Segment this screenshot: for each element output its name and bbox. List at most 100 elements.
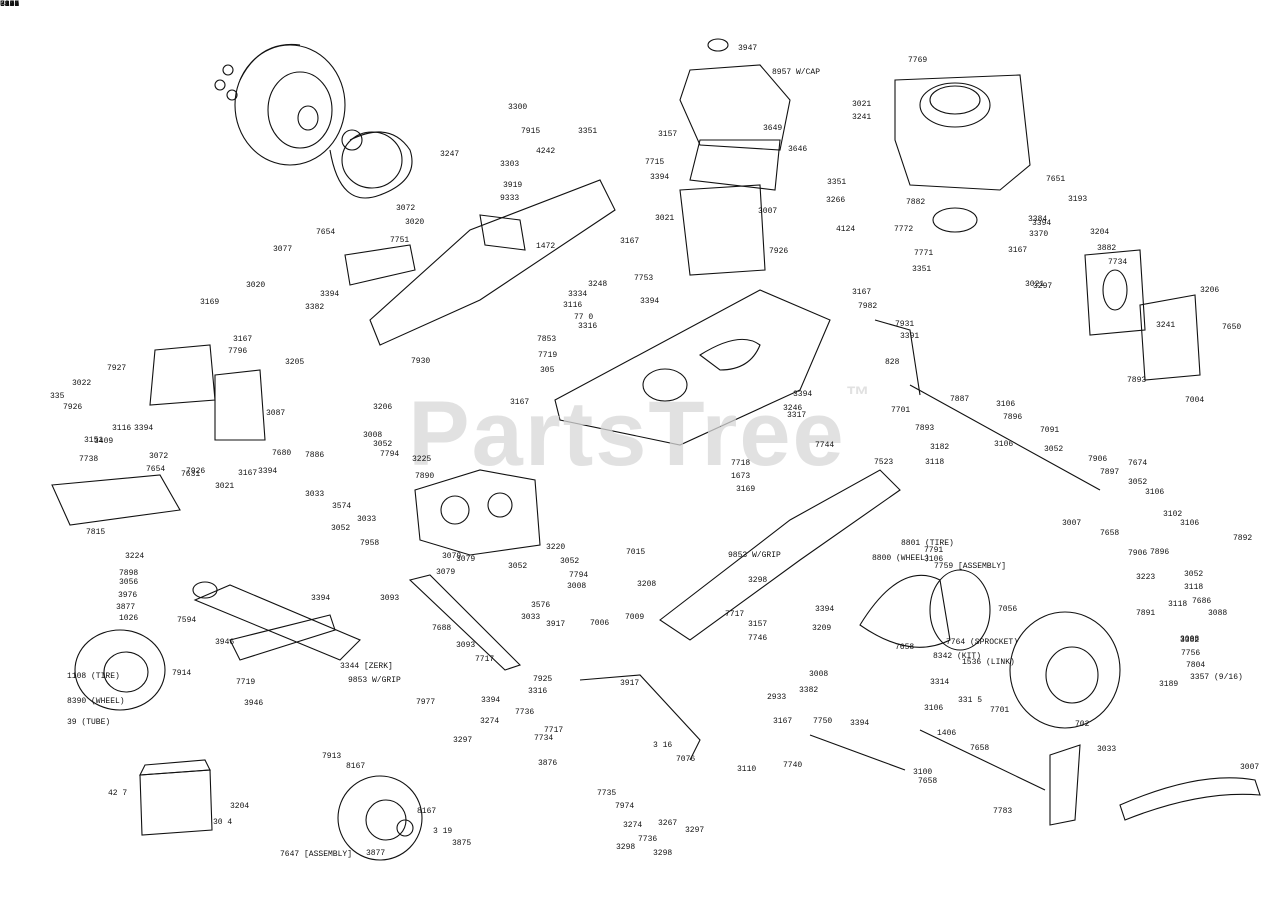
part-callout: 3370 <box>1029 230 1049 239</box>
part-callout: 3052 <box>508 562 528 571</box>
part-callout: 9853 W/GRIP <box>728 551 781 560</box>
part-callout: 3298 <box>748 576 768 585</box>
part-callout: 828 <box>885 358 900 367</box>
part-callout: 3649 <box>763 124 783 133</box>
shift-linkage <box>874 319 1101 491</box>
dash-panel <box>679 184 766 276</box>
part-callout: 7736 <box>638 835 658 844</box>
part-callout: 7744 <box>815 441 835 450</box>
part-callout: 7958 <box>360 539 380 548</box>
part-callout: 3394 <box>815 605 835 614</box>
part-callout: 3106 <box>996 400 1016 409</box>
engine <box>894 74 1031 233</box>
part-callout: 3394 <box>1032 219 1052 228</box>
rear-sprocket-chain <box>859 569 991 651</box>
part-callout: 3204 <box>1090 228 1110 237</box>
part-callout: 305 <box>540 366 555 375</box>
part-callout: 3167 <box>510 398 530 407</box>
part-callout: 7715 <box>645 158 665 167</box>
part-callout: 3394 <box>850 719 870 728</box>
part-callout: 7982 <box>858 302 878 311</box>
part-callout: 3021 <box>215 482 235 491</box>
part-callout: 3167 <box>0 0 20 9</box>
left-side-plate <box>149 344 266 441</box>
part-callout: 7658 <box>970 744 990 753</box>
part-callout: 3394 <box>311 594 331 603</box>
part-callout: 3394 <box>0 0 20 9</box>
part-callout: 3351 <box>827 178 847 187</box>
part-callout: 7927 <box>107 364 127 373</box>
left-frame-rail <box>369 179 616 346</box>
part-callout: 9333 <box>500 194 520 203</box>
part-callout: 7771 <box>914 249 934 258</box>
part-callout: 3093 <box>456 641 476 650</box>
part-callout: 7914 <box>172 669 192 678</box>
part-callout: 331 5 <box>958 696 983 705</box>
part-callout: 3357 (9/16) <box>1190 673 1243 682</box>
part-callout: 3298 <box>653 849 673 858</box>
part-callout: 3021 <box>852 100 872 109</box>
part-callout: 7974 <box>615 802 635 811</box>
part-callout: 7718 <box>731 459 751 468</box>
part-callout: 3394 <box>134 424 154 433</box>
part-callout: 3102 <box>1163 510 1183 519</box>
part-callout: 8957 W/CAP <box>772 68 821 77</box>
part-callout: 3274 <box>480 717 500 726</box>
part-callout: 3 19 <box>433 827 453 836</box>
part-callout: 7769 <box>908 56 928 65</box>
part-callout: 3072 <box>149 452 169 461</box>
part-callout: 3169 <box>200 298 220 307</box>
part-callout: 3876 <box>538 759 558 768</box>
part-callout: 3021 <box>1025 280 1045 289</box>
part-callout: 3093 <box>380 594 400 603</box>
part-callout: 3267 <box>658 819 678 828</box>
part-callout: 3225 <box>412 455 432 464</box>
part-callout: 3206 <box>1200 286 1220 295</box>
part-callout: 42 7 <box>108 789 128 798</box>
part-callout: 7815 <box>86 528 106 537</box>
part-callout: 3976 <box>118 591 138 600</box>
part-callout: 3224 <box>125 552 145 561</box>
part-callout: 7750 <box>813 717 833 726</box>
part-callout: 3087 <box>266 409 286 418</box>
part-callout: 7523 <box>874 458 894 467</box>
part-callout: 7915 <box>0 0 20 9</box>
part-callout: 7076 <box>676 755 696 764</box>
part-callout: 7680 <box>272 449 292 458</box>
part-callout: 7756 <box>1181 649 1201 658</box>
part-callout: 7915 <box>521 127 541 136</box>
drive-sprocket-chain <box>329 129 413 199</box>
part-callout: 7783 <box>993 807 1013 816</box>
part-callout: 39 (TUBE) <box>67 718 111 727</box>
part-callout: 8167 <box>346 762 366 771</box>
part-callout: 1536 (LINK) <box>962 658 1015 667</box>
part-callout: 3220 <box>546 543 566 552</box>
part-callout: 3206 <box>373 403 393 412</box>
part-callout: 3297 <box>685 826 705 835</box>
front-axle <box>192 581 361 661</box>
part-callout: 3020 <box>405 218 425 227</box>
part-callout: 7719 <box>236 678 256 687</box>
part-callout: 7926 <box>186 467 206 476</box>
part-callout: 3409 <box>94 437 114 446</box>
part-callout: 3351 <box>578 127 598 136</box>
part-callout: 3316 <box>578 322 598 331</box>
part-callout: 7896 <box>1003 413 1023 422</box>
center-frame-plate <box>554 289 831 446</box>
part-callout: 7794 <box>380 450 400 459</box>
part-callout: 3394 <box>640 297 660 306</box>
part-callout: 3917 <box>620 679 640 688</box>
right-frame-rail <box>659 469 901 641</box>
part-callout: 3008 <box>1180 635 1200 644</box>
part-callout: 3917 <box>546 620 566 629</box>
part-callout: 7882 <box>906 198 926 207</box>
part-callout: 7717 <box>475 655 495 664</box>
part-callout: 3241 <box>852 113 872 122</box>
part-callout: 3882 <box>1097 244 1117 253</box>
part-callout: 3106 <box>924 555 944 564</box>
part-callout: 7897 <box>1100 468 1120 477</box>
part-callout: 3052 <box>373 440 393 449</box>
part-callout: 7759 [ASSEMBLY] <box>934 562 1007 571</box>
part-callout: 3314 <box>930 678 950 687</box>
